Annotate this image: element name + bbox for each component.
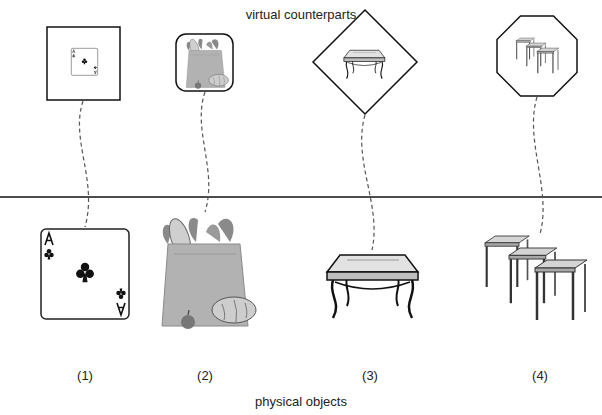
bag-icon [186,38,228,89]
link-line [533,97,543,234]
table [327,255,418,318]
diamond-frame [313,10,417,114]
link-line [201,92,209,212]
table-icon [344,50,385,78]
link-line [362,115,374,250]
callout-number: (2) [197,368,213,383]
grocery-bag [162,216,256,329]
nesting-tables [485,236,587,320]
nesting-tables-icon [516,38,559,73]
callout-number: (4) [532,368,548,383]
divider-line [0,196,602,197]
section-heading: virtual counterparts [246,7,357,22]
square-frame [47,27,120,100]
card-icon [71,48,97,75]
callout-number: (1) [77,368,93,383]
callout-number: (3) [362,368,378,383]
octagon-frame [497,16,577,96]
link-line [79,101,88,227]
section-heading: physical objects [255,394,347,409]
rounded-frame [176,34,233,91]
playing-card [41,229,129,319]
